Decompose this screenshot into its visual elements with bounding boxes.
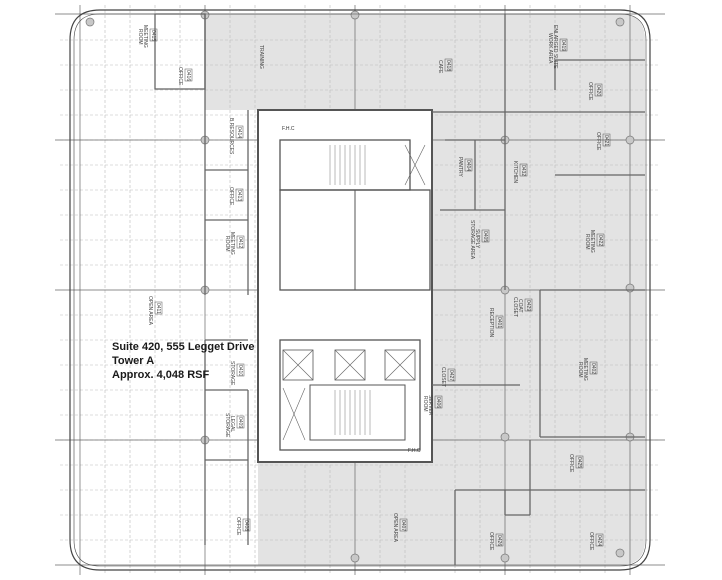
svg-text:0425: 0425 [576, 457, 582, 468]
svg-text:0432: 0432 [520, 165, 526, 176]
elevator-crosses [282, 144, 426, 441]
svg-text:0427: 0427 [448, 370, 454, 381]
svg-text:ROOM: ROOM [137, 29, 143, 45]
svg-text:MEETING: MEETING [142, 25, 148, 48]
svg-text:STORAGE: STORAGE [229, 361, 235, 386]
suite-info-label: Suite 420, 555 Legget Drive Tower A Appr… [112, 340, 254, 382]
svg-text:0401: 0401 [496, 317, 502, 328]
svg-text:OFFICE: OFFICE [568, 454, 574, 473]
svg-text:KITCHEN: KITCHEN [512, 161, 518, 183]
svg-text:PANTRY: PANTRY [457, 157, 463, 177]
svg-text:0413: 0413 [236, 190, 242, 201]
suite-area: Approx. 4,048 RSF [112, 369, 210, 381]
svg-text:MEETING: MEETING [229, 232, 235, 255]
svg-text:0424: 0424 [596, 535, 602, 546]
svg-text:CLOSET: CLOSET [440, 367, 446, 387]
svg-text:STORAGE AREA: STORAGE AREA [469, 220, 475, 260]
exterior-wall [69, 9, 651, 571]
svg-text:0414: 0414 [236, 127, 242, 138]
stairs [329, 145, 371, 435]
svg-text:0402: 0402 [590, 363, 596, 374]
svg-text:0410: 0410 [237, 365, 243, 376]
svg-text:0415: 0415 [150, 30, 156, 41]
svg-text:0404: 0404 [465, 160, 471, 171]
svg-text:MEETING: MEETING [589, 230, 595, 253]
leased-area-shading [205, 14, 645, 565]
svg-text:0408: 0408 [243, 520, 249, 531]
svg-text:OFFICE: OFFICE [595, 132, 601, 151]
svg-text:CAFE: CAFE [437, 60, 443, 74]
svg-text:0406: 0406 [435, 397, 441, 408]
svg-text:LEGAL: LEGAL [229, 416, 235, 432]
svg-text:ROOM: ROOM [584, 234, 590, 250]
svg-text:0409: 0409 [237, 417, 243, 428]
svg-text:OFFICE: OFFICE [588, 532, 594, 551]
svg-text:0411: 0411 [155, 303, 161, 314]
svg-text:OPEN AREA: OPEN AREA [392, 513, 398, 543]
svg-text:STORAGE: STORAGE [224, 413, 230, 438]
svg-text:MEETING: MEETING [582, 358, 588, 381]
svg-text:0418: 0418 [445, 60, 451, 71]
suite-tower: Tower A [112, 355, 155, 367]
svg-text:COAT: COAT [517, 299, 523, 313]
svg-text:B RESOURCES: B RESOURCES [228, 118, 234, 155]
fire-hose-cabinet-label-bottom: F.H.C [408, 448, 421, 454]
svg-text:0416: 0416 [185, 70, 191, 81]
svg-text:OFFICE: OFFICE [177, 67, 183, 86]
fire-hose-cabinet-label-top: F.H.C [282, 126, 295, 132]
svg-text:0419: 0419 [560, 40, 566, 51]
svg-text:0426: 0426 [496, 535, 502, 546]
svg-text:0421: 0421 [603, 135, 609, 146]
svg-text:ROOM: ROOM [224, 236, 230, 252]
svg-text:OFFICE: OFFICE [235, 517, 241, 536]
svg-text:0420: 0420 [595, 85, 601, 96]
svg-text:RECEPTION: RECEPTION [488, 308, 494, 338]
svg-text:TRAINING: TRAINING [258, 45, 264, 69]
svg-text:0407: 0407 [400, 520, 406, 531]
svg-text:0405: 0405 [482, 231, 488, 242]
svg-text:OPEN AREA: OPEN AREA [147, 296, 153, 326]
svg-text:ROOM: ROOM [422, 396, 428, 412]
svg-text:OFFICE: OFFICE [488, 532, 494, 551]
svg-text:SERVER: SERVER [427, 395, 433, 416]
svg-text:0429: 0429 [525, 300, 531, 311]
svg-text:WORK AREA: WORK AREA [547, 33, 553, 64]
svg-text:0422: 0422 [597, 235, 603, 246]
svg-text:SUPPLY: SUPPLY [474, 229, 480, 249]
svg-text:ROOM: ROOM [577, 362, 583, 378]
svg-text:ENLARGED SUITE: ENLARGED SUITE [552, 25, 558, 69]
svg-text:OFFICE: OFFICE [587, 82, 593, 101]
svg-text:CLOSET: CLOSET [512, 297, 518, 317]
suite-address: Suite 420, 555 Legget Drive [112, 341, 255, 353]
svg-text:OFFICE: OFFICE [228, 187, 234, 206]
svg-text:0412: 0412 [237, 237, 243, 248]
